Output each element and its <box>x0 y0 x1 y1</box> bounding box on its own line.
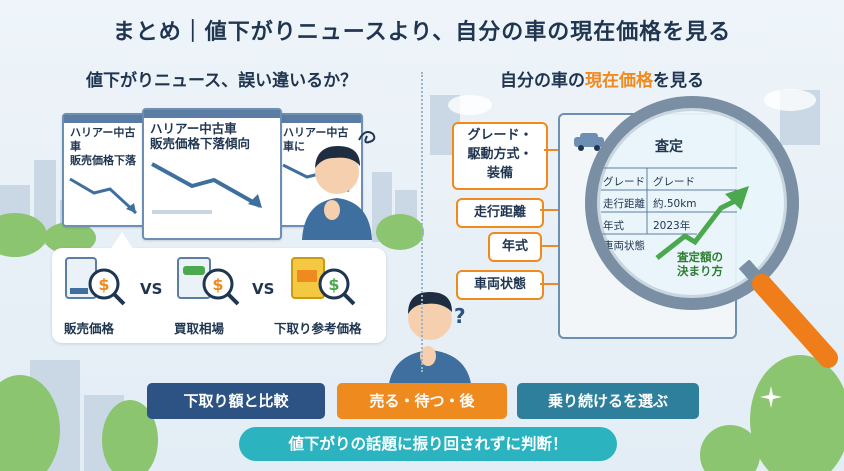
factor-tag-condition: 車両状態 <box>456 270 544 300</box>
price-type-label-2: 買取相場 <box>174 321 225 336</box>
row-mileage-value: 約.50km <box>653 198 697 210</box>
news-card-right-text: ハリアー中古車に <box>283 126 349 153</box>
row-year-label: 年式 <box>603 220 624 232</box>
action-keep-driving: 乗り続けるを選ぶ <box>517 383 699 419</box>
left-heading: 値下がりニュース、誤い違いるか？ <box>86 71 358 91</box>
news-card-left: ハリアー中古車 販売価格下落 <box>62 113 150 227</box>
vs-label-2: VS <box>252 280 275 298</box>
factor-tag-mileage: 走行距離 <box>456 198 544 228</box>
action-compare-trade-in: 下取り額と比較 <box>147 383 325 419</box>
factor-tag-grade: グレード・ 駆動方式・ 装備 <box>452 122 548 190</box>
row-grade-value: グレード <box>653 176 695 188</box>
right-heading-accent: 現在価格 <box>585 71 653 91</box>
price-type-label-1: 販売価格 <box>64 321 115 336</box>
row-mileage-label: 走行距離 <box>603 198 645 210</box>
row-year-value: 2023年 <box>653 220 691 232</box>
right-heading: 自分の車の現在価格を見る <box>500 66 704 91</box>
right-heading-suffix: を見る <box>653 71 704 91</box>
sparkle-icon <box>760 386 782 408</box>
svg-text:$: $ <box>98 275 109 294</box>
page-title: まとめ｜値下がりニュースより、自分の車の現在価格を見る <box>112 20 732 45</box>
panel-divider <box>421 72 423 372</box>
chart-caption: 査定額の 決まり方 <box>677 250 723 278</box>
worried-man-illustration <box>302 146 372 240</box>
price-type-label-3: 下取り参考価格 <box>274 321 362 336</box>
trend-down-icon <box>69 177 138 215</box>
svg-text:$: $ <box>212 275 223 294</box>
confused-scribble-icon <box>358 131 376 144</box>
dollar-search-icon: $ <box>65 257 126 306</box>
bubble-pointer <box>110 232 134 250</box>
magnifier-handle <box>738 260 838 368</box>
news-card-left-text: ハリアー中古車 販売価格下落 <box>70 126 136 167</box>
question-mark: ? <box>454 304 466 328</box>
right-heading-prefix: 自分の車の <box>500 71 585 91</box>
factor-tag-year: 年式 <box>488 232 542 262</box>
appraisal-title: 査定 <box>655 139 683 155</box>
car-icon <box>574 133 604 151</box>
row-grade-label: グレード <box>603 176 645 188</box>
trend-down-icon <box>151 162 262 214</box>
action-sell-wait: 売る・待つ・後 <box>337 383 507 419</box>
row-condition-label: 車両状態 <box>603 240 645 252</box>
document-dollar-icon: $ <box>291 257 356 306</box>
appraisal-table-lines <box>601 167 749 260</box>
car-dollar-icon: $ <box>177 257 240 306</box>
news-card-front: ハリアー中古車 販売価格下落傾向 <box>142 108 282 240</box>
svg-text:$: $ <box>328 275 339 294</box>
footer-message: 値下がりの話題に振り回されずに判断！ <box>239 427 617 461</box>
news-card-front-text: ハリアー中古車 販売価格下落傾向 <box>150 121 251 151</box>
thinking-man-illustration <box>388 292 472 392</box>
vs-label-1: VS <box>140 280 163 298</box>
